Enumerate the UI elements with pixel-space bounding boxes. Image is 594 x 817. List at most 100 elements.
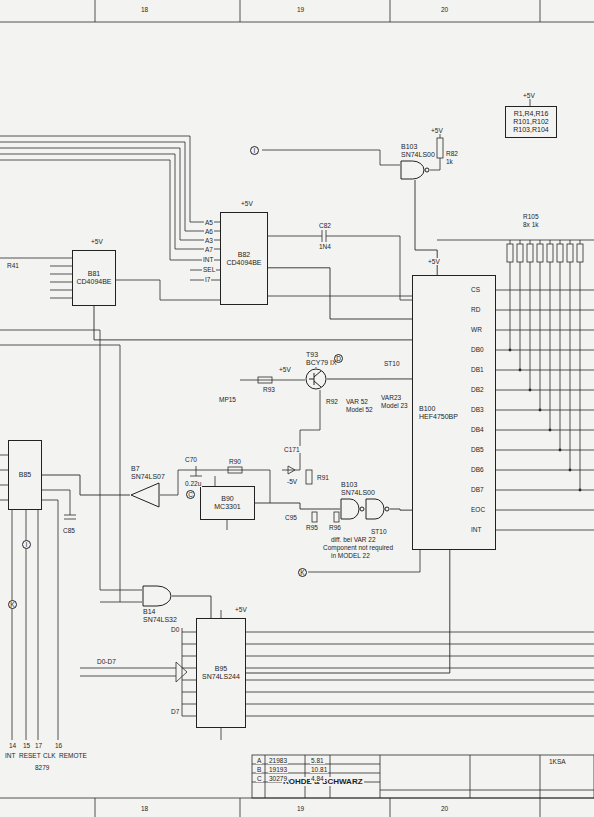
signal-label: D0-D7 — [96, 658, 117, 665]
wire-stroke — [569, 469, 572, 472]
signal-label: A5 — [204, 219, 214, 226]
wire-stroke — [0, 330, 221, 740]
ic-chip: B82CD4094BE — [220, 212, 268, 305]
wire-stroke — [530, 240, 531, 390]
signal-label: 17 — [34, 742, 43, 749]
part-name: B82 — [238, 251, 250, 259]
signal-label: 16 — [54, 742, 63, 749]
signal-label: R41 — [6, 262, 20, 269]
wire-stroke — [401, 161, 424, 179]
signal-label: +5V — [522, 92, 536, 99]
part-type: CD4094BE — [226, 259, 261, 267]
wire-stroke — [570, 240, 571, 470]
signal-label: INT — [4, 752, 16, 759]
signal-label: I7 — [204, 276, 211, 283]
signal-label: 14 — [8, 742, 17, 749]
gate-symbol — [340, 498, 390, 520]
wire-stroke — [190, 466, 270, 530]
signal-label: A3 — [204, 237, 214, 244]
wire-stroke — [496, 310, 594, 311]
signal-label: DB2 — [470, 386, 485, 393]
signal-label: C95 — [284, 514, 298, 521]
wire-stroke — [437, 138, 443, 158]
signal-label: SEL — [202, 266, 216, 273]
part-name: R1,R4,R16 R101,R102 R103,R104 — [508, 110, 554, 134]
wire-stroke — [529, 389, 532, 392]
wire-stroke — [496, 490, 594, 491]
part-type: SN74LS32 — [143, 616, 177, 624]
signal-label: D7 — [170, 708, 180, 715]
signal-label: A — [256, 757, 262, 764]
signal-label: 20 — [440, 6, 449, 13]
gate-symbol — [142, 585, 172, 607]
signal-label: 0.22u — [184, 480, 202, 487]
signal-label: A6 — [204, 228, 214, 235]
wire-stroke — [527, 244, 533, 262]
wire-stroke — [519, 369, 522, 372]
part-name: T93 — [306, 351, 318, 359]
signal-label: 21983 — [268, 757, 288, 764]
transistor-symbol: T93BCY79 IX — [305, 368, 327, 390]
wire-stroke — [549, 429, 552, 432]
signal-label: +5V — [234, 606, 248, 613]
signal-label: +5V — [427, 258, 441, 265]
signal-label: A7 — [204, 246, 214, 253]
wire-stroke — [577, 244, 583, 262]
part-name: B90 — [221, 495, 233, 503]
wire-stroke — [496, 530, 594, 531]
signal-label: 19193 — [268, 766, 288, 773]
signal-label: RESET — [18, 752, 42, 759]
wire-stroke — [252, 755, 594, 798]
wire-stroke — [559, 449, 562, 452]
wire-stroke — [496, 370, 594, 371]
sheet-reference: I — [22, 540, 31, 549]
signal-wire — [390, 509, 412, 510]
sheet-reference: K — [8, 600, 17, 609]
signal-label: C171 — [283, 446, 301, 453]
signal-wire — [94, 306, 412, 340]
signal-label: VAR23 — [380, 394, 402, 401]
logic-gate: B103SN74LS00 — [340, 498, 390, 520]
signal-label: 4.84 — [310, 775, 325, 782]
signal-label: 18 — [140, 805, 149, 812]
part-heading: B14SN74LS32 — [142, 608, 178, 624]
part-name: B81 — [88, 270, 100, 278]
gate-symbol — [400, 160, 430, 180]
part-name: B14 — [143, 608, 155, 616]
signal-label: Model 52 — [345, 406, 374, 413]
wire-stroke — [385, 507, 389, 511]
gate-symbol — [305, 368, 327, 390]
part-name: B103 — [401, 143, 417, 151]
signal-wire — [255, 503, 340, 509]
wire-stroke — [560, 240, 561, 450]
signal-label: INT — [202, 256, 214, 263]
part-heading: T93BCY79 IX — [305, 351, 338, 367]
wire-stroke — [341, 499, 359, 519]
sheet-reference: K — [298, 568, 307, 577]
wire-stroke — [228, 467, 242, 473]
wire-stroke — [520, 240, 521, 370]
logic-gate: B7SN74LS07 — [130, 482, 160, 508]
signal-label: B — [256, 766, 262, 773]
part-name: B100 — [419, 405, 435, 413]
wire-stroke — [496, 390, 594, 391]
signal-label: 18 — [140, 6, 149, 13]
part-name: B85 — [19, 471, 31, 479]
signal-label: R105 — [522, 213, 540, 220]
wire-stroke — [496, 410, 594, 411]
part-type: HEF4750BP — [419, 413, 458, 421]
wire-stroke — [507, 244, 513, 262]
wire-stroke — [240, 356, 420, 572]
signal-label: RD — [470, 306, 481, 313]
sheet-reference: I — [250, 146, 259, 155]
wire-stroke — [547, 244, 553, 262]
wire-stroke — [496, 350, 594, 351]
wire-stroke — [258, 377, 272, 383]
signal-label: 30279 — [268, 775, 288, 782]
signal-label: 8279 — [34, 764, 50, 771]
wire-stroke — [510, 240, 511, 350]
wire-stroke — [312, 512, 317, 522]
part-type: MC3301 — [214, 503, 240, 511]
signal-label: REMOTE — [58, 752, 88, 759]
wire-stroke — [360, 507, 364, 511]
